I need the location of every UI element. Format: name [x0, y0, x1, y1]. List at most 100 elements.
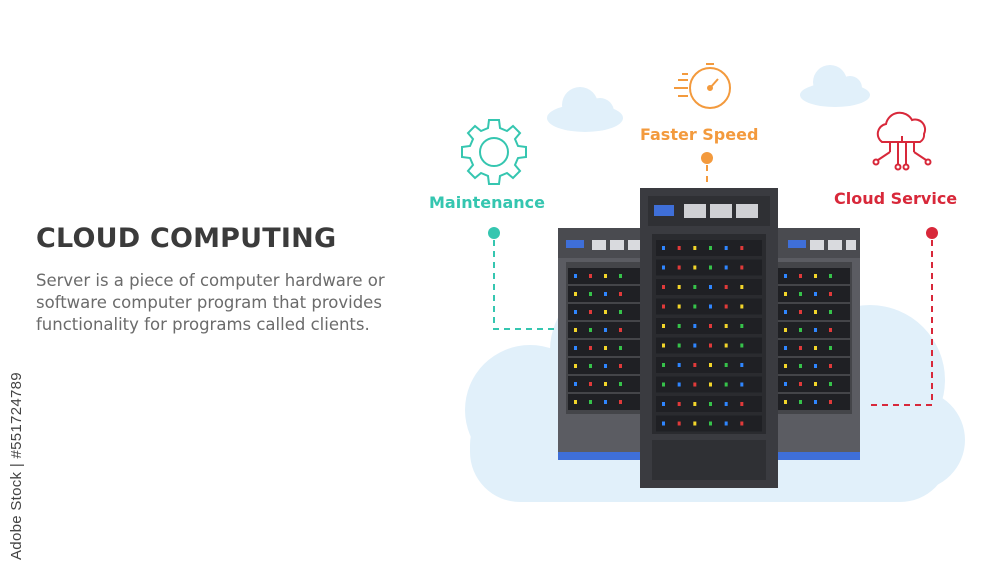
status-light: [829, 310, 832, 314]
status-light: [709, 421, 712, 426]
connector-maintenance: [493, 240, 560, 330]
status-light: [604, 328, 607, 332]
status-light: [814, 310, 817, 314]
status-light: [784, 400, 787, 404]
status-light: [604, 382, 607, 386]
status-light: [574, 292, 577, 296]
status-light: [724, 304, 728, 309]
status-light: [589, 382, 592, 386]
status-light: [693, 324, 697, 328]
status-light: [677, 382, 681, 387]
status-light: [619, 328, 622, 332]
status-light: [709, 363, 712, 367]
status-light: [619, 310, 622, 314]
status-light: [740, 246, 744, 250]
status-light: [677, 265, 681, 270]
status-light: [799, 274, 802, 278]
status-light: [740, 324, 744, 328]
status-light: [829, 274, 832, 278]
status-light: [724, 246, 728, 250]
rack-units: [568, 240, 850, 432]
status-light: [724, 285, 728, 289]
status-light: [709, 304, 712, 309]
status-light: [619, 364, 622, 368]
status-light: [677, 421, 681, 426]
status-light: [589, 328, 592, 332]
status-light: [677, 285, 681, 289]
status-light: [709, 265, 712, 270]
status-light: [709, 246, 712, 250]
description-text: Server is a piece of computer hardware o…: [36, 271, 385, 334]
status-light: [724, 363, 728, 367]
status-light: [662, 285, 665, 289]
page-title: CLOUD COMPUTING: [36, 223, 337, 254]
status-light: [709, 285, 712, 289]
status-light: [724, 324, 728, 328]
status-light: [784, 382, 787, 386]
status-light: [619, 292, 622, 296]
status-light: [799, 292, 802, 296]
background-cloud-right: [800, 65, 870, 107]
status-light: [677, 324, 681, 328]
status-light: [677, 402, 681, 406]
status-light: [814, 328, 817, 332]
status-light: [619, 346, 622, 350]
status-light: [589, 310, 592, 314]
status-light: [589, 292, 592, 296]
status-light: [662, 246, 665, 250]
status-light: [814, 382, 817, 386]
status-light: [574, 274, 577, 278]
status-light: [693, 285, 697, 289]
status-light: [604, 346, 607, 350]
status-light: [784, 310, 787, 314]
status-light: [814, 274, 817, 278]
status-light: [784, 274, 787, 278]
cloud-network-icon: [872, 111, 932, 171]
status-light: [662, 265, 665, 270]
status-light: [740, 363, 744, 367]
status-light: [784, 292, 787, 296]
status-light: [799, 382, 802, 386]
status-light: [604, 310, 607, 314]
status-light: [740, 285, 744, 289]
status-light: [724, 402, 728, 406]
status-light: [724, 265, 728, 270]
status-light: [740, 304, 744, 309]
stock-watermark: Adobe Stock | #551724789: [8, 372, 25, 560]
status-light: [709, 382, 712, 387]
status-light: [589, 274, 592, 278]
status-light: [740, 265, 744, 270]
status-light: [693, 304, 697, 309]
status-light: [693, 402, 697, 406]
status-light: [829, 400, 832, 404]
status-light: [604, 292, 607, 296]
status-light: [709, 343, 712, 348]
status-light: [814, 292, 817, 296]
status-light: [604, 274, 607, 278]
status-light: [740, 421, 744, 426]
status-light: [677, 343, 681, 348]
status-light: [693, 265, 697, 270]
status-light: [589, 346, 592, 350]
status-light: [724, 421, 728, 426]
status-light: [574, 346, 577, 350]
status-light: [799, 310, 802, 314]
status-light: [724, 343, 728, 348]
status-light: [574, 310, 577, 314]
status-light: [662, 363, 665, 367]
status-light: [589, 400, 592, 404]
status-light: [677, 363, 681, 367]
feature-label-maintenance: Maintenance: [429, 193, 546, 212]
status-light: [814, 400, 817, 404]
status-light: [829, 364, 832, 368]
status-light: [662, 304, 665, 309]
status-light: [693, 343, 697, 348]
status-light: [619, 382, 622, 386]
status-light: [604, 400, 607, 404]
status-light: [662, 421, 665, 426]
status-light: [829, 328, 832, 332]
status-light: [740, 382, 744, 387]
status-light: [784, 346, 787, 350]
gear-icon: [461, 119, 527, 185]
